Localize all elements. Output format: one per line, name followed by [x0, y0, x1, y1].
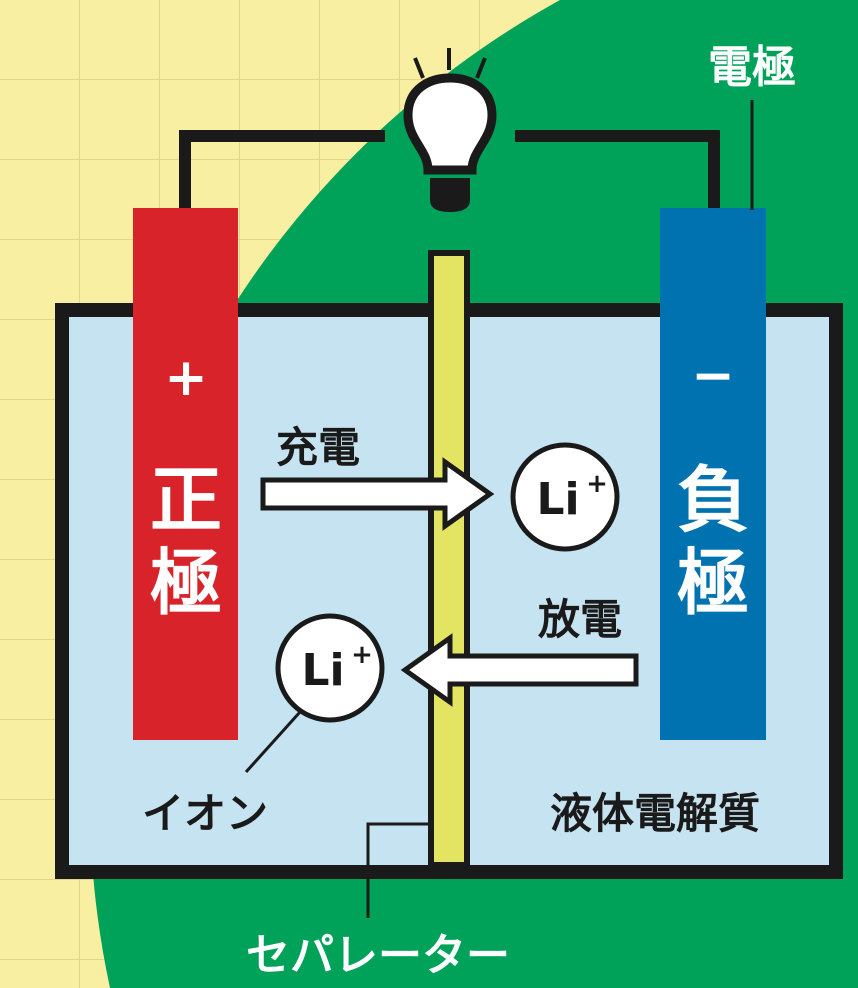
lithium-ion-right: Li +	[510, 442, 620, 552]
discharge-arrow-icon	[400, 633, 639, 707]
charge-label: 充電	[276, 423, 360, 472]
wire-right	[515, 130, 720, 212]
wire-left	[179, 130, 385, 212]
lithium-ion-left: Li +	[275, 613, 385, 723]
positive-electrode	[133, 208, 238, 740]
negative-electrode	[660, 208, 766, 740]
negative-electrode-label-2: 極	[677, 541, 749, 625]
electrolyte-label: 液体電解質	[550, 789, 760, 838]
positive-electrode-label-2: 極	[150, 541, 222, 625]
ion-charge: +	[351, 640, 373, 670]
separator-label: セパレーター	[246, 930, 510, 981]
positive-electrode-label-1: 正	[150, 458, 222, 542]
ion-charge: +	[586, 469, 608, 499]
light-bulb-icon	[403, 48, 497, 212]
charge-arrow-icon	[260, 457, 495, 531]
positive-sign: +	[164, 348, 208, 408]
discharge-label: 放電	[538, 595, 622, 644]
negative-sign: −	[691, 346, 735, 406]
ion-symbol: Li	[536, 474, 579, 525]
ion-leader-line	[244, 710, 302, 774]
separator	[428, 250, 470, 868]
ion-label: イオン	[142, 789, 268, 838]
ion-symbol: Li	[301, 645, 344, 696]
electrode-label: 電極	[708, 42, 796, 93]
separator-leader-line	[366, 822, 430, 918]
negative-electrode-label-1: 負	[677, 458, 749, 542]
